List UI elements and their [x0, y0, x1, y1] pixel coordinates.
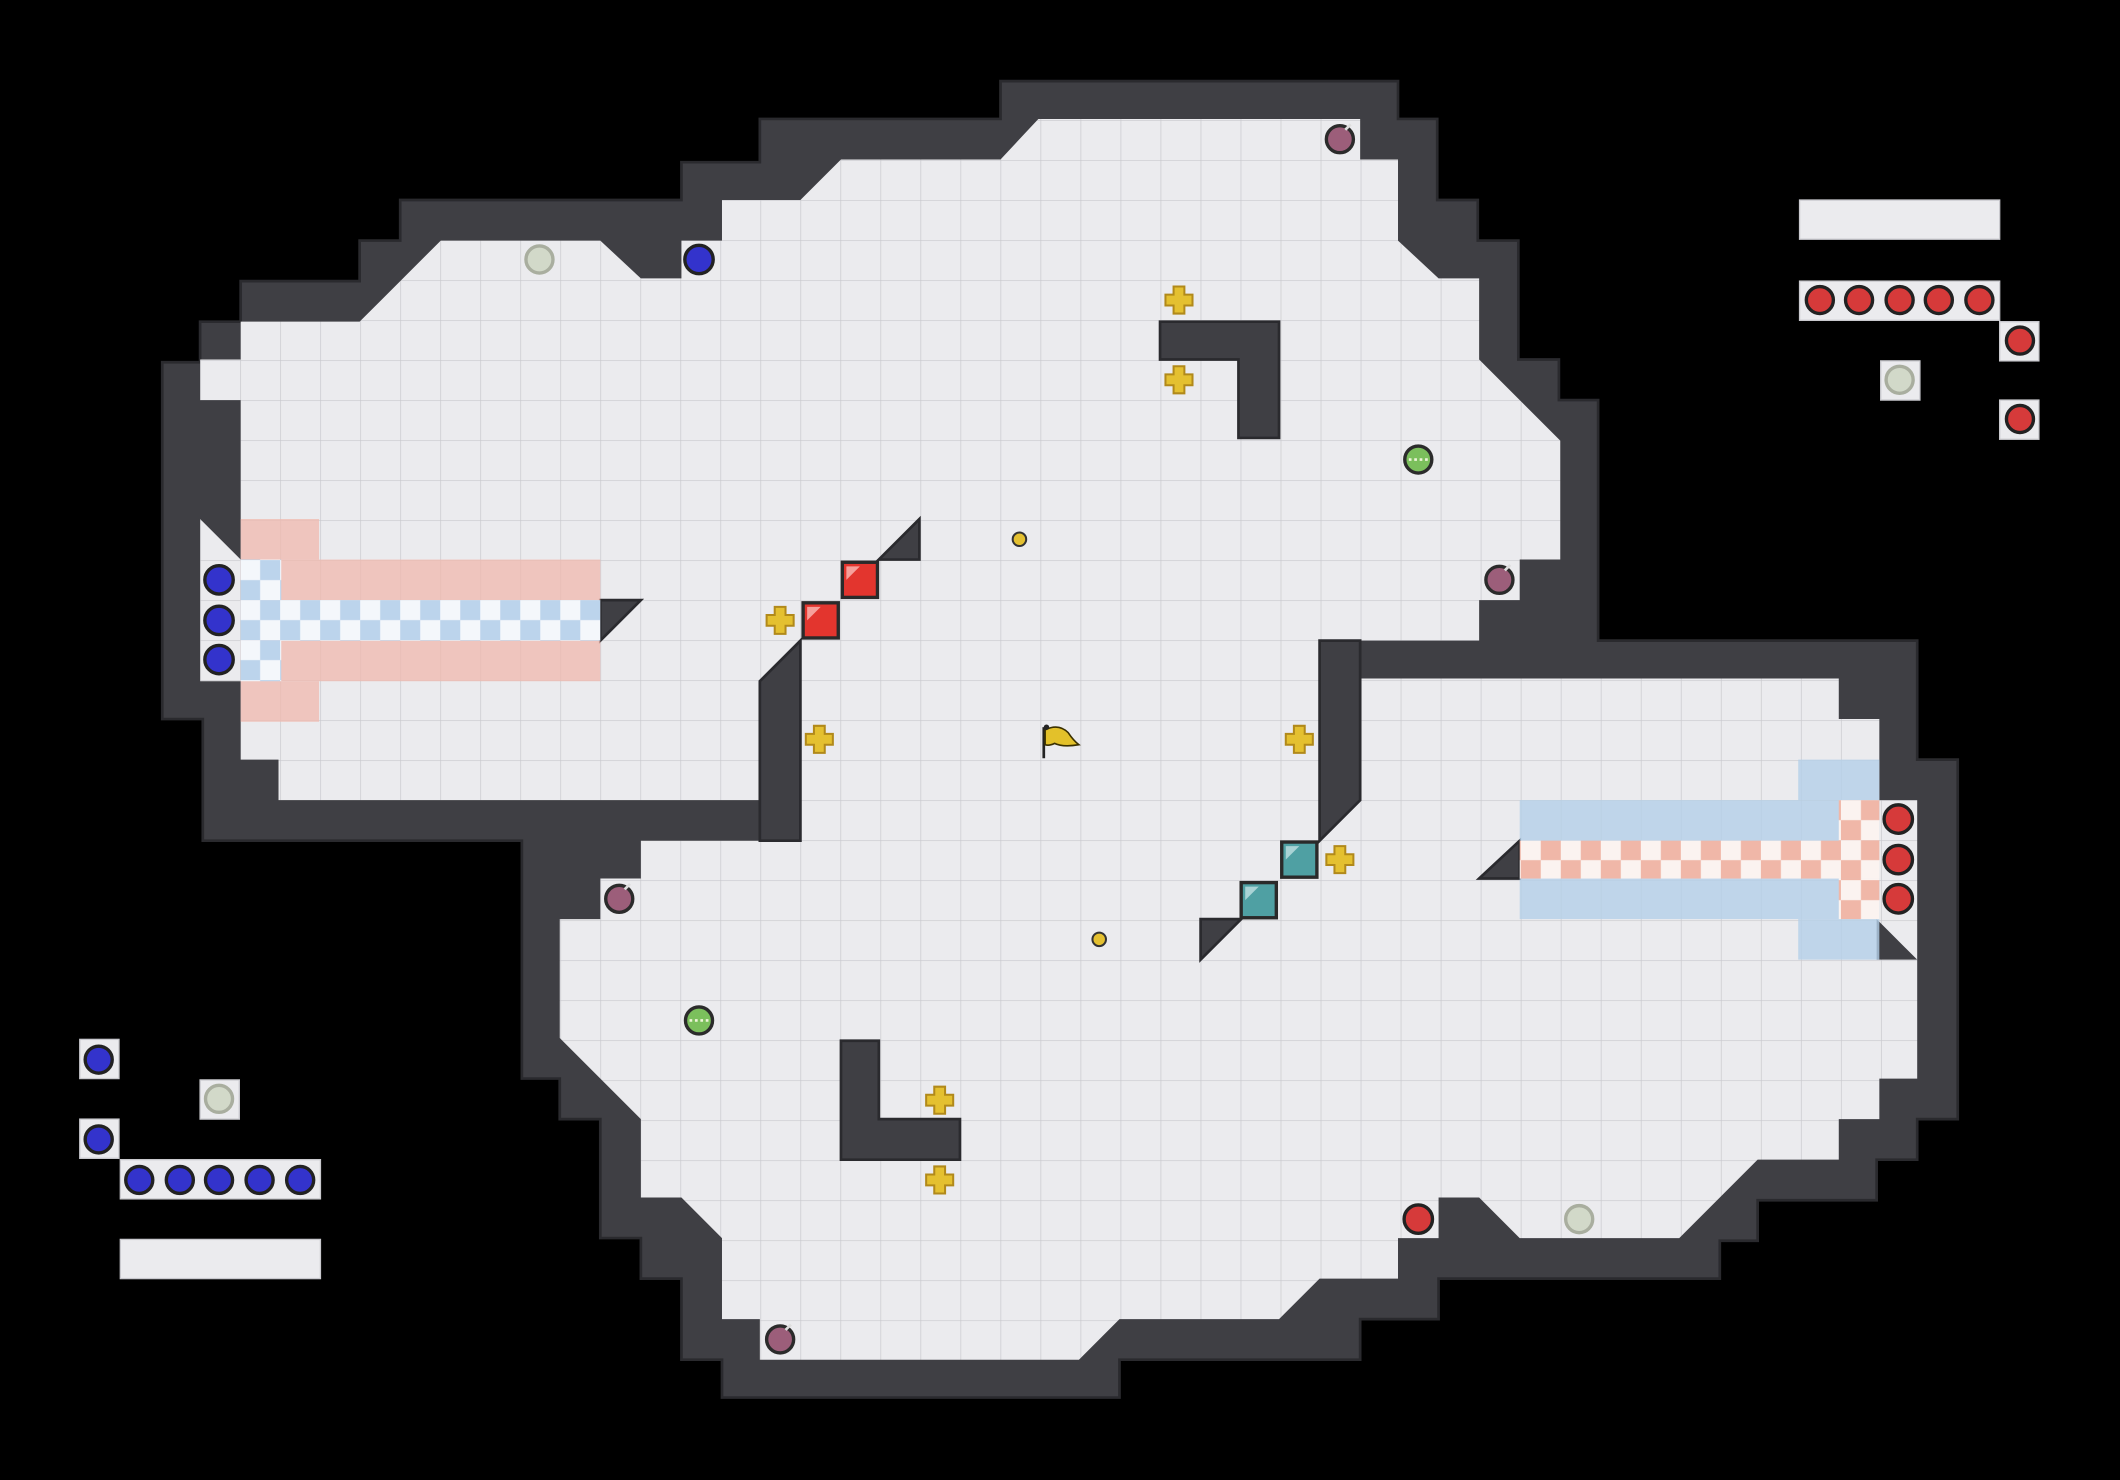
- bomb-icon: [764, 1323, 796, 1355]
- red-gate-icon: [801, 601, 840, 640]
- powerups: [765, 285, 1355, 1195]
- spawn-circle-icon: [1884, 364, 1915, 396]
- cross-sparkle-icon: [1284, 724, 1314, 754]
- red-ball-icon: [1964, 284, 1995, 316]
- red-base-zone: [240, 519, 601, 722]
- red-player: [1402, 1203, 1435, 1236]
- red-gate-icon: [840, 560, 880, 600]
- cross-sparkle-icon: [1325, 845, 1355, 875]
- bomb-icon: [604, 882, 635, 915]
- blue-player: [203, 643, 235, 676]
- bomb-icon: [1484, 564, 1515, 596]
- red-ball-icon: [1804, 284, 1836, 316]
- blue-ball-icon: [284, 1164, 316, 1196]
- gates: [801, 560, 1319, 920]
- blue-players[interactable]: [203, 243, 715, 676]
- boost-pad-icon: [1403, 444, 1434, 475]
- bombs: [604, 123, 1515, 1355]
- spawn-circle-icon: [1563, 1203, 1595, 1235]
- inner-walls: [598, 320, 1522, 1162]
- blue-ball-icon: [83, 1124, 114, 1155]
- yellow-flag-icon[interactable]: [1042, 724, 1081, 759]
- cross-sparkle-icon: [1164, 365, 1194, 395]
- blue-ball-icon: [203, 1164, 235, 1196]
- blue-ball-icon: [164, 1164, 196, 1196]
- bomb-icon: [1324, 123, 1356, 155]
- portals: [1011, 531, 1107, 948]
- portal-icon: [1091, 931, 1107, 948]
- red-players[interactable]: [1402, 803, 1915, 1236]
- portal-icon: [1011, 531, 1028, 548]
- red-team-legend: [1798, 199, 2040, 440]
- spawn-circle-icon: [524, 244, 555, 275]
- red-ball-icon: [1923, 284, 1955, 316]
- cross-sparkle-icon: [925, 1085, 955, 1115]
- teal-gate-icon: [1239, 880, 1279, 920]
- blue-ball-icon: [124, 1164, 155, 1196]
- cross-sparkle-icon: [925, 1165, 955, 1195]
- blue-player: [203, 604, 235, 637]
- cross-sparkle-icon: [765, 605, 795, 635]
- blue-ball-icon: [83, 1044, 114, 1075]
- blue-base-zone: [1519, 759, 1880, 960]
- red-ball-icon: [1843, 284, 1875, 316]
- boosters: [683, 444, 1434, 1036]
- spawn-markers: [524, 244, 1595, 1235]
- blue-player: [683, 243, 715, 276]
- blue-player: [203, 563, 235, 596]
- red-player: [1882, 843, 1915, 876]
- blue-ball-icon: [244, 1164, 275, 1196]
- cross-sparkle-icon: [804, 724, 834, 754]
- red-ball-icon: [2004, 325, 2036, 356]
- red-player: [1882, 803, 1915, 835]
- red-player: [1882, 882, 1915, 915]
- boost-pad-icon: [683, 1005, 715, 1036]
- red-ball-icon: [1884, 284, 1915, 316]
- cross-sparkle-icon: [1164, 285, 1194, 315]
- red-ball-icon: [2004, 403, 2036, 435]
- teal-gate-icon: [1280, 840, 1319, 879]
- spawn-circle-icon: [203, 1083, 235, 1115]
- blue-team-legend: [79, 1038, 322, 1280]
